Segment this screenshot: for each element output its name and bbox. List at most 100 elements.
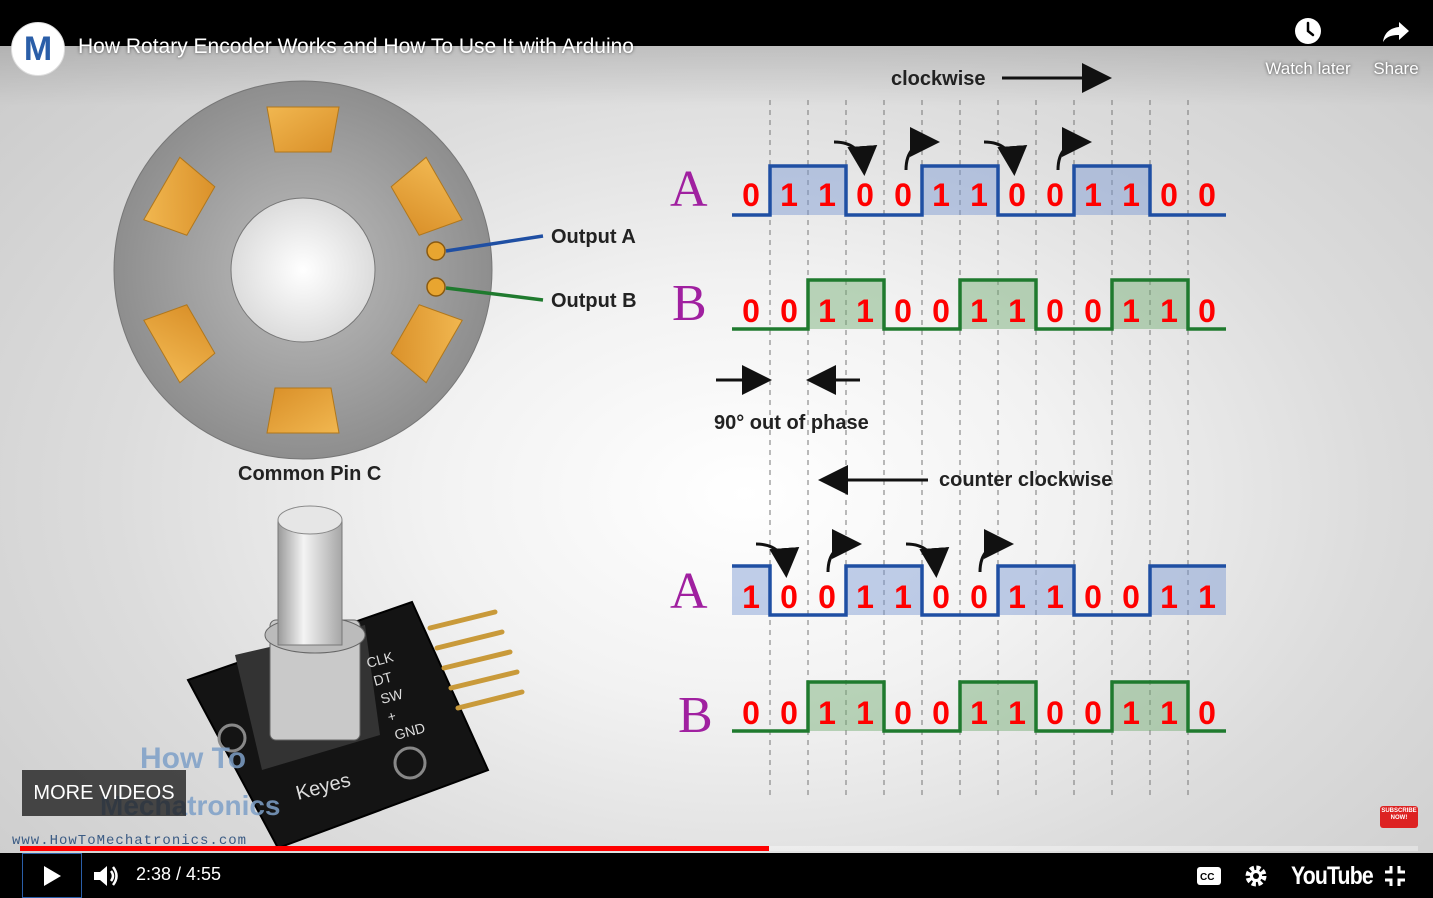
- more-videos-button[interactable]: MORE VIDEOS: [22, 770, 186, 816]
- bit-digit: 1: [970, 293, 988, 329]
- bit-digit: 0: [1046, 293, 1064, 329]
- video-title[interactable]: How Rotary Encoder Works and How To Use …: [78, 35, 634, 58]
- bit-digit: 0: [1198, 293, 1216, 329]
- high-level-fill: [846, 682, 884, 731]
- bit-digit: 0: [742, 695, 760, 731]
- high-level-fill: [808, 682, 846, 731]
- bit-digit: 1: [970, 177, 988, 213]
- play-button[interactable]: [22, 853, 82, 898]
- high-level-fill: [808, 166, 846, 215]
- high-level-fill: [846, 566, 884, 615]
- bit-digit: 1: [1008, 579, 1026, 615]
- bit-digit: 1: [818, 177, 836, 213]
- bit-digit: 0: [742, 293, 760, 329]
- bit-digit: 0: [932, 579, 950, 615]
- channel-letters: A B A B: [670, 161, 713, 744]
- high-level-fill: [884, 566, 922, 615]
- bit-digit: 1: [856, 695, 874, 731]
- settings-button[interactable]: [1240, 860, 1272, 892]
- bit-digit: 1: [742, 579, 760, 615]
- rotation-arrow: [755, 542, 800, 578]
- high-level-fill: [960, 166, 998, 215]
- high-level-fill: [998, 682, 1036, 731]
- share-button[interactable]: Share: [1346, 16, 1433, 79]
- high-level-fill: [1112, 682, 1150, 731]
- signal-line: [732, 680, 1226, 733]
- signal-line: [732, 164, 1226, 217]
- bit-digit: 0: [1160, 177, 1178, 213]
- bit-digit: 0: [1084, 579, 1102, 615]
- bit-digit: 0: [780, 695, 798, 731]
- clockwise-label: clockwise: [891, 68, 986, 90]
- phase-indicator: 90° out of phase: [714, 365, 869, 434]
- high-level-fill: [770, 166, 808, 215]
- rotation-arrow: [904, 127, 940, 171]
- clockwise-direction: clockwise: [891, 63, 1112, 93]
- subscribe-badge[interactable]: SUBSCRIBE NOW!: [1380, 806, 1418, 828]
- counter-clockwise-direction: counter clockwise: [818, 465, 1112, 495]
- high-level-fill: [808, 280, 846, 329]
- share-label: Share: [1373, 59, 1419, 78]
- rotation-arrows: [755, 127, 1092, 578]
- bit-digit: 1: [1122, 695, 1140, 731]
- exit-fullscreen-button[interactable]: [1378, 860, 1412, 892]
- captions-button[interactable]: CC: [1192, 860, 1226, 892]
- bit-digit: 0: [742, 177, 760, 213]
- watch-later-button[interactable]: Watch later: [1258, 16, 1358, 79]
- high-level-fill: [960, 280, 998, 329]
- module-pin-label: GND: [393, 719, 427, 743]
- rotation-arrow: [978, 529, 1014, 573]
- bit-digit: 1: [818, 695, 836, 731]
- bit-digit: 1: [856, 293, 874, 329]
- contact-pad: [143, 304, 216, 384]
- output-wires: [426, 234, 544, 302]
- bit-digit: 0: [818, 579, 836, 615]
- bit-digit: 1: [780, 177, 798, 213]
- output-a-label: Output A: [551, 226, 636, 248]
- high-level-fill: [1150, 566, 1188, 615]
- high-level-fill: [960, 682, 998, 731]
- youtube-logo[interactable]: YouTube: [1291, 862, 1374, 890]
- bit-digit: 1: [970, 695, 988, 731]
- cw-channel-b-letter: B: [672, 275, 707, 332]
- high-level-fill: [1112, 166, 1150, 215]
- bit-digit: 0: [1122, 579, 1140, 615]
- disc-contact-pads: [143, 106, 463, 434]
- channel-avatar[interactable]: M: [11, 22, 65, 76]
- bit-digit: 1: [894, 579, 912, 615]
- bit-digit: 0: [1046, 177, 1064, 213]
- common-pin-label: Common Pin C: [238, 463, 381, 485]
- ccw-channel-a-letter: A: [670, 563, 708, 620]
- bit-digit: 1: [1160, 579, 1178, 615]
- counter-clockwise-label: counter clockwise: [939, 469, 1112, 491]
- rotation-arrow: [905, 542, 950, 578]
- cw-channel-a-letter: A: [670, 161, 708, 218]
- watch-later-label: Watch later: [1265, 59, 1351, 78]
- high-level-fill: [998, 280, 1036, 329]
- high-level-fill: [846, 280, 884, 329]
- bit-digit: 0: [1084, 695, 1102, 731]
- bit-digit: 0: [894, 177, 912, 213]
- watermark-line1: How To: [140, 742, 247, 775]
- bit-digit: 0: [856, 177, 874, 213]
- high-level-fill: [1074, 166, 1112, 215]
- channel-logo-letter: M: [23, 29, 53, 68]
- rotation-arrow: [826, 529, 862, 573]
- rotation-arrow: [1056, 127, 1092, 171]
- svg-text:CC: CC: [1200, 872, 1214, 883]
- progress-bar[interactable]: [20, 846, 1418, 851]
- output-b-label: Output B: [551, 290, 637, 312]
- bit-digit: 1: [1008, 293, 1026, 329]
- high-level-fill: [998, 566, 1036, 615]
- volume-button[interactable]: [88, 858, 124, 894]
- bit-digit: 1: [1160, 293, 1178, 329]
- bit-digit: 0: [780, 579, 798, 615]
- bit-digit: 1: [1198, 579, 1216, 615]
- module-pin-label: SW: [379, 685, 406, 706]
- bit-digit: 0: [1084, 293, 1102, 329]
- bit-digit: 1: [856, 579, 874, 615]
- bit-digit: 0: [932, 695, 950, 731]
- clock-icon: [1295, 18, 1321, 44]
